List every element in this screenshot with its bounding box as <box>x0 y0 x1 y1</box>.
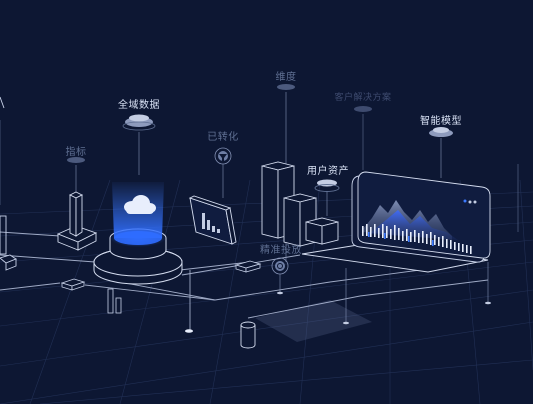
solution-pin <box>354 106 372 170</box>
smart-model-pin <box>429 127 453 178</box>
chart-monitor <box>301 171 491 273</box>
label-global-data: 全域数据 <box>118 100 160 111</box>
converted-panel <box>188 147 237 245</box>
cylinder-block <box>240 321 256 349</box>
floor-blocks <box>60 260 262 314</box>
user-assets-bars <box>261 161 340 247</box>
indicator-tower <box>56 157 98 251</box>
screen-pin <box>485 301 491 305</box>
chart-bars <box>362 224 472 254</box>
target-icon <box>271 257 289 295</box>
left-edge-structure <box>0 96 17 271</box>
label-indicator: 指标 <box>65 147 87 158</box>
label-smart-model: 智能模型 <box>420 116 462 127</box>
floor-pin <box>185 329 193 333</box>
label-dimension: 维度 <box>275 72 297 83</box>
cloud-icon <box>124 195 156 214</box>
floor-highlight <box>255 300 372 342</box>
label-converted: 已转化 <box>207 132 239 143</box>
label-user-assets: 用户资产 <box>307 166 349 177</box>
mid-pin <box>343 321 349 325</box>
label-solution: 客户解决方案 <box>334 93 392 103</box>
label-precise-delivery: 精准投放 <box>260 245 302 256</box>
